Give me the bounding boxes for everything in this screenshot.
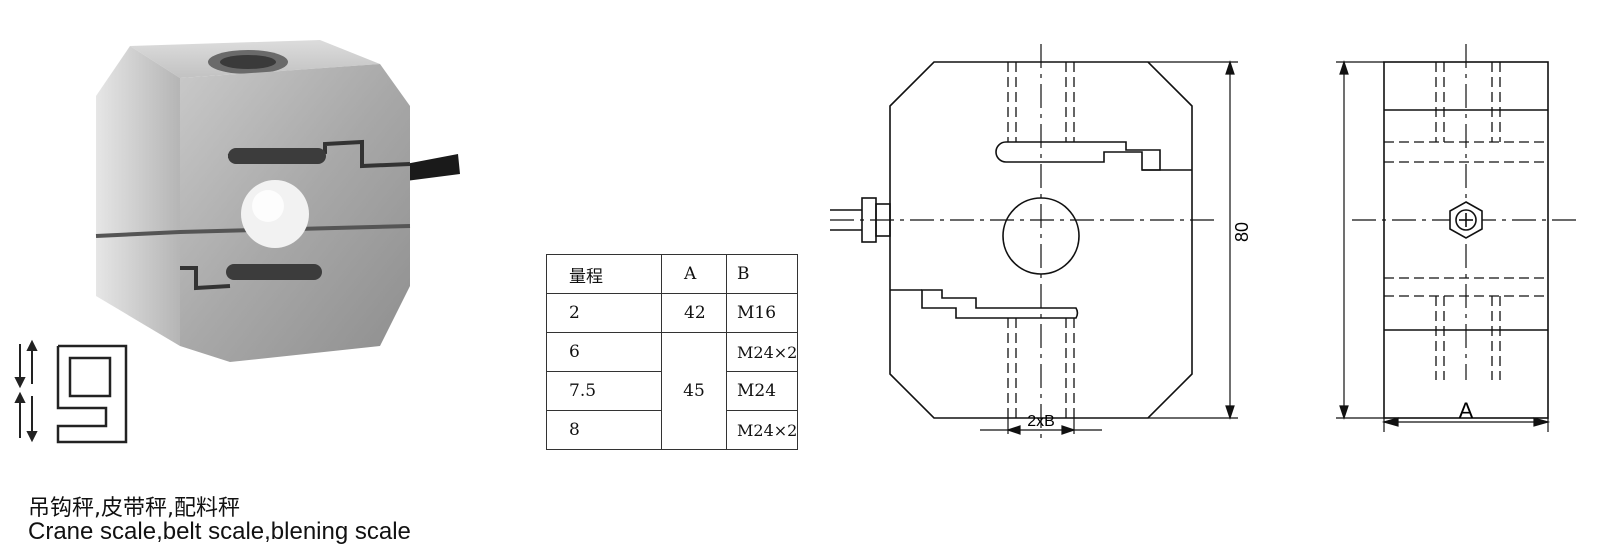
cell-b: M24 xyxy=(725,371,799,411)
table-row: 2 42 M16 xyxy=(546,293,799,333)
table-row: 8 M24×2 xyxy=(546,410,799,450)
hex-connector-icon xyxy=(1449,201,1483,239)
spec-table: 量程 A B 2 42 M16 6 45 M24×2 7.5 M24 8 M24… xyxy=(546,254,799,450)
header-a: A xyxy=(661,254,727,294)
header-range: 量程 xyxy=(546,254,662,294)
header-b: B xyxy=(725,254,799,294)
side-width-dim: A xyxy=(1459,398,1474,423)
cell-range: 7.5 xyxy=(546,371,662,411)
table-row: 6 45 M24×2 xyxy=(546,332,799,450)
cell-b: M24×2 xyxy=(725,332,799,372)
cell-range: 6 xyxy=(546,332,662,372)
cell-range: 2 xyxy=(546,293,662,333)
cell-a-merged: 45 xyxy=(661,332,727,450)
side-view-drawing: 80 A xyxy=(1336,44,1576,432)
cell-b: M24×2 xyxy=(725,410,799,450)
front-view-drawing: 80 2xB xyxy=(830,44,1252,440)
cell-range: 8 xyxy=(546,410,662,450)
s-shape-symbol xyxy=(14,339,128,444)
caption-chinese: 吊钩秤,皮带秤,配料秤 xyxy=(28,496,240,521)
front-height-dim: 80 xyxy=(1232,222,1252,242)
cell-a: 42 xyxy=(661,293,727,333)
front-width-dim: 2xB xyxy=(1027,413,1055,430)
table-header-row: 量程 A B xyxy=(546,254,799,294)
load-cell-product-photo xyxy=(95,40,460,362)
cable-connector xyxy=(830,197,891,243)
caption-english: Crane scale,belt scale,blening scale xyxy=(28,518,411,545)
direction-arrows-icon xyxy=(14,339,38,443)
cable xyxy=(395,154,460,182)
cell-b: M16 xyxy=(725,293,799,333)
